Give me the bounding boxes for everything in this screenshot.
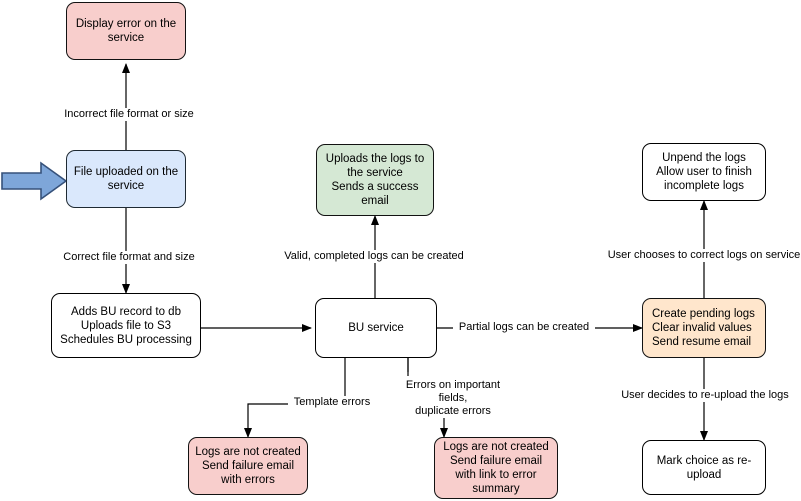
node-file-uploaded[interactable]: File uploaded on the service (66, 150, 186, 208)
edge-label-template-errors: Template errors (288, 396, 376, 409)
node-unpend-logs[interactable]: Unpend the logs Allow user to finish inc… (642, 143, 766, 201)
edge-label-user-corrects-logs: User chooses to correct logs on service (604, 249, 801, 262)
node-uploads-logs[interactable]: Uploads the logs to the service Sends a … (316, 144, 434, 216)
edge-label-incorrect-format: Incorrect file format or size (52, 108, 206, 121)
node-logs-not-created-template[interactable]: Logs are not created Send failure email … (188, 437, 308, 495)
edge-label-partial-logs: Partial logs can be created (453, 321, 595, 334)
node-logs-not-created-fields[interactable]: Logs are not created Send failure email … (434, 437, 558, 499)
node-create-pending-logs[interactable]: Create pending logs Clear invalid values… (642, 298, 766, 358)
edge-label-user-reuploads-logs: User decides to re-upload the logs (616, 389, 794, 402)
node-bu-service[interactable]: BU service (315, 298, 437, 358)
node-adds-bu-record[interactable]: Adds BU record to db Uploads file to S3 … (51, 293, 201, 358)
process-start-arrow (1, 161, 68, 201)
edge-label-important-field-errors: Errors on important fields, duplicate er… (389, 379, 517, 418)
edge-label-valid-logs: Valid, completed logs can be created (274, 250, 474, 263)
node-mark-choice-reupload[interactable]: Mark choice as re- upload (642, 440, 766, 495)
node-display-error[interactable]: Display error on the service (66, 2, 186, 60)
edge-label-correct-format: Correct file format and size (54, 251, 204, 264)
